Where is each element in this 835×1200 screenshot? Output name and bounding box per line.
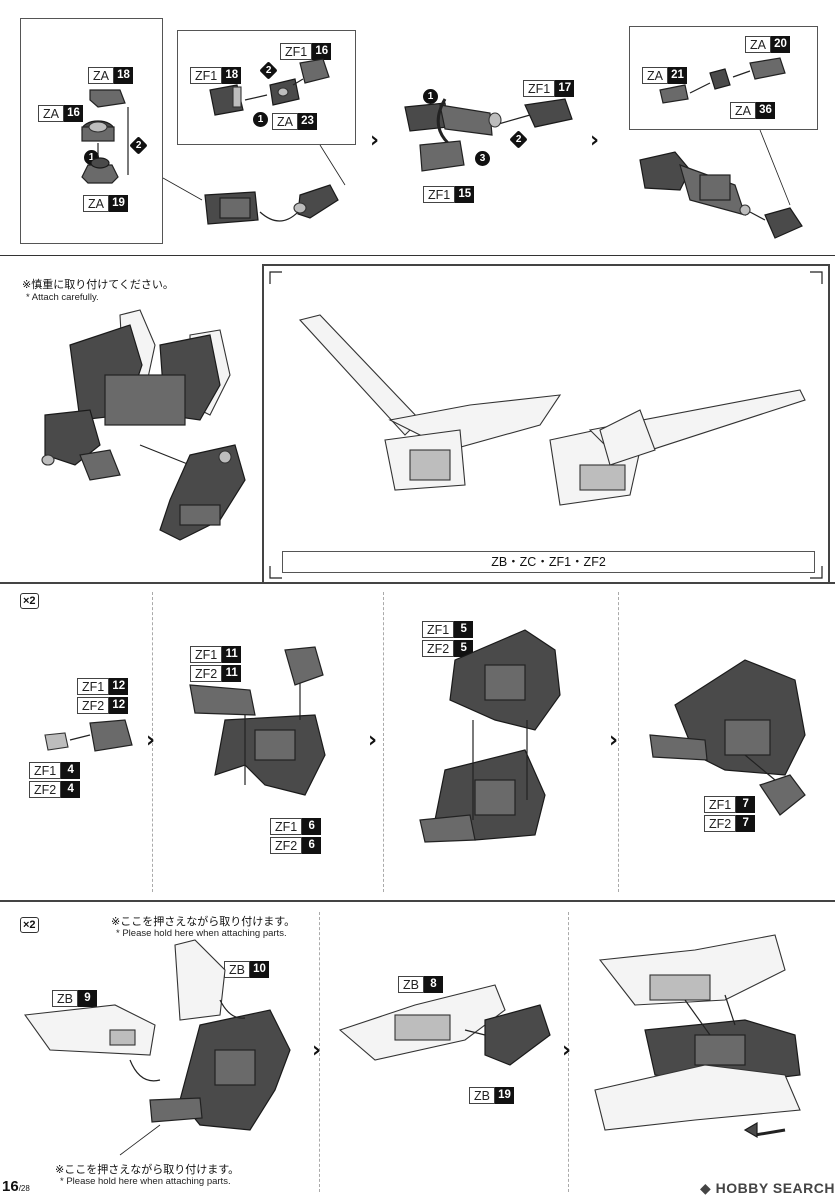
column-divider: [618, 592, 619, 892]
repeat-badge: ×2: [20, 593, 39, 609]
hold-note-bottom-en: * Please hold here when attaching parts.: [60, 1176, 231, 1187]
next-step-chevron-2: ›: [590, 128, 600, 153]
hold-note-bottom-jp: ※ここを押さえながら取り付けます。: [55, 1164, 240, 1176]
attach-note-en: * Attach carefully.: [26, 292, 99, 303]
za-small-parts-drawing: [659, 57, 786, 104]
zf-armor-drawing: [419, 629, 561, 843]
zf-assembled-drawing: [649, 659, 806, 816]
step-marker-1b: 1: [253, 112, 268, 127]
next-step-chevron-5: ›: [609, 728, 619, 753]
section-divider: [0, 255, 835, 256]
leg-assembly-drawing: [639, 129, 803, 239]
next-step-chevron: ›: [370, 128, 380, 153]
za-parts-drawing: [81, 89, 129, 184]
leg-attach-drawing: [41, 309, 246, 541]
zf1-assembly-drawing: [162, 144, 346, 225]
watermark-logo-icon: ◆: [700, 1180, 716, 1196]
column-divider: [383, 592, 384, 892]
column-divider: [568, 912, 569, 1192]
zb-wing-assembly-drawing: [338, 984, 551, 1066]
watermark-text: ◆ HOBBY SEARCH: [700, 1180, 835, 1196]
next-step-chevron-3: ›: [146, 728, 156, 753]
zb-final-assembly-drawing: [594, 934, 801, 1139]
step-marker-3c: 3: [475, 151, 490, 166]
attach-note-jp: ※慎重に取り付けてください。: [22, 279, 174, 291]
zf-frame-drawing: [189, 646, 326, 796]
completed-wings-photo: [298, 314, 806, 506]
hinge-assembly-drawing: [404, 98, 573, 172]
row-divider-2: [0, 900, 835, 902]
zb-wing-parts-drawing: [24, 939, 291, 1156]
photo-caption-box: ZB・ZC・ZF1・ZF2: [282, 551, 815, 573]
column-divider: [152, 592, 153, 892]
repeat-badge-2: ×2: [20, 917, 39, 933]
next-step-chevron-6: ›: [312, 1038, 322, 1063]
zf1-parts-drawing: [209, 58, 330, 116]
column-divider: [319, 912, 320, 1192]
photo-panel: [262, 264, 830, 584]
row-divider-1: [0, 582, 835, 584]
next-step-chevron-7: ›: [562, 1038, 572, 1063]
photo-corner-marks: [269, 271, 823, 579]
next-step-chevron-4: ›: [368, 728, 378, 753]
step-marker-1c: 1: [423, 89, 438, 104]
zf-small-part-drawing: [44, 719, 133, 752]
hold-note-top-jp: ※ここを押さえながら取り付けます。: [111, 916, 296, 928]
page-number: 16/28: [2, 1178, 30, 1195]
hold-note-top-en: * Please hold here when attaching parts.: [116, 928, 287, 939]
